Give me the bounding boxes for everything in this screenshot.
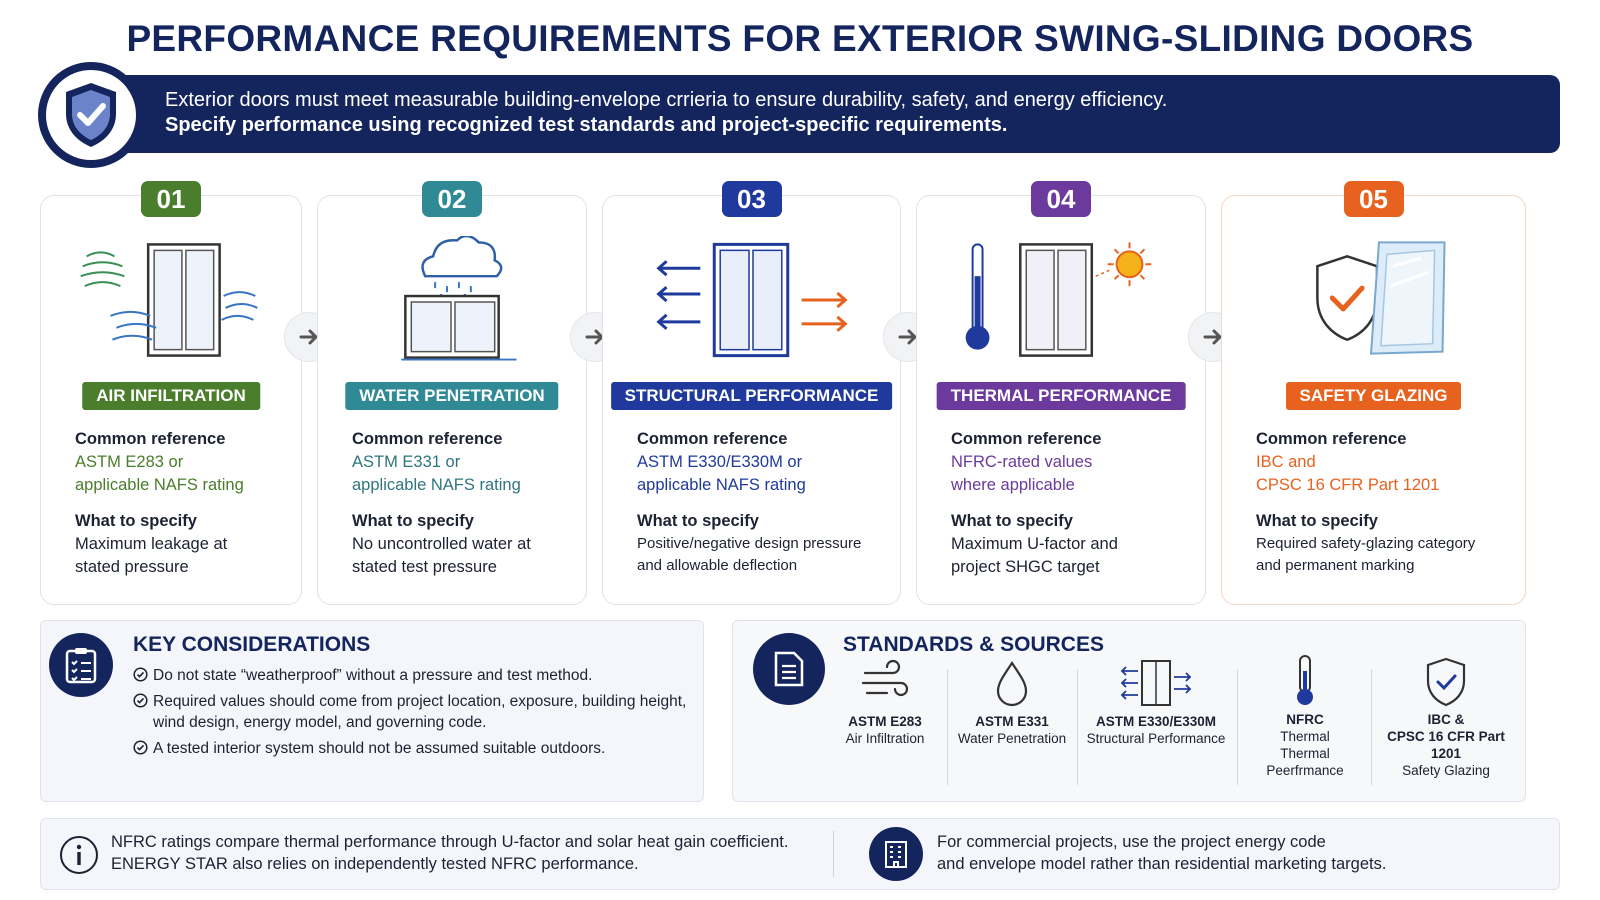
card-safety-glazing: 05 SAFETY GLAZING Common reference IBC a… bbox=[1221, 181, 1526, 605]
key-considerations-panel: KEY CONSIDERATIONS Do not state “weather… bbox=[40, 620, 704, 802]
standard-name: ASTM E330/E330M bbox=[1095, 714, 1217, 729]
ref-text: ASTM E283 or applicable NAFS rating bbox=[75, 453, 244, 494]
document-icon bbox=[753, 633, 825, 705]
thermometer-icon bbox=[1297, 655, 1313, 705]
note-left: NFRC ratings compare thermal performance… bbox=[111, 833, 789, 873]
page-title: PERFORMANCE REQUIREMENTS FOR EXTERIOR SW… bbox=[126, 18, 1474, 59]
door-rain-icon bbox=[401, 236, 517, 361]
intro-banner: Exterior doors must meet measurable buil… bbox=[90, 75, 1560, 153]
divider bbox=[1371, 669, 1372, 785]
card-thermal-performance: 04 THERMAL PERFORMANCE Common reference … bbox=[916, 181, 1206, 605]
card-title: AIR INFILTRATION bbox=[82, 382, 260, 410]
divider bbox=[1077, 669, 1078, 785]
ref-label: Common reference bbox=[352, 430, 503, 448]
banner-line-1: Exterior doors must meet measurable buil… bbox=[165, 89, 1168, 111]
spec-text: Required safety-glazing category and per… bbox=[1256, 535, 1476, 574]
card-title: WATER PENETRATION bbox=[345, 382, 559, 410]
door-thermometer-sun-icon bbox=[965, 242, 1152, 357]
standard-desc: Air Infiltration bbox=[845, 731, 925, 746]
card-title: STRUCTURAL PERFORMANCE bbox=[610, 382, 893, 410]
shield-glass-icon bbox=[1316, 241, 1446, 355]
list-item-text: Required values should come from project… bbox=[153, 693, 687, 731]
shield-check-icon bbox=[38, 62, 144, 168]
spec-label: What to specify bbox=[1256, 512, 1378, 530]
card-title: THERMAL PERFORMANCE bbox=[936, 382, 1186, 410]
spec-label: What to specify bbox=[352, 512, 474, 530]
standard-name: ASTM E283 bbox=[848, 714, 922, 729]
standard-item: IBC & CPSC 16 CFR Part 1201 Safety Glazi… bbox=[1371, 655, 1521, 779]
list-item: A tested interior system should not be a… bbox=[133, 738, 693, 759]
ref-text: NFRC-rated values where applicable bbox=[951, 453, 1093, 494]
note-right: For commercial projects, use the project… bbox=[937, 833, 1387, 873]
card-number: 02 bbox=[422, 181, 482, 217]
list-item: Do not state “weatherproof” without a pr… bbox=[133, 665, 693, 686]
spec-text: No uncontrolled water at stated test pre… bbox=[352, 535, 531, 576]
standard-desc: Structural Performance bbox=[1086, 731, 1226, 746]
banner-line-2: Specify performance using recognized tes… bbox=[165, 114, 1008, 136]
list-item-text: Do not state “weatherproof” without a pr… bbox=[153, 667, 593, 684]
standard-name: ASTM E331 bbox=[975, 714, 1049, 729]
notes-bar: NFRC ratings compare thermal performance… bbox=[40, 818, 1560, 890]
standards-panel: STANDARDS & SOURCES ASTM E283 Air Infilt… bbox=[732, 620, 1526, 802]
ref-label: Common reference bbox=[1256, 430, 1407, 448]
standard-item: ASTM E331 Water Penetration bbox=[951, 657, 1073, 747]
list-item-text: A tested interior system should not be a… bbox=[153, 740, 606, 757]
standard-desc: Safety Glazing bbox=[1402, 763, 1490, 778]
shield-check-icon bbox=[1426, 657, 1466, 707]
card-number: 05 bbox=[1343, 181, 1404, 217]
door-arrows-icon bbox=[1120, 660, 1192, 706]
ref-label: Common reference bbox=[637, 430, 788, 448]
card-number: 03 bbox=[721, 181, 782, 217]
check-circle-icon bbox=[133, 667, 148, 682]
card-structural-performance: 03 STRUCTURAL PERFORMANCE Common referen… bbox=[602, 181, 901, 605]
standard-item: NFRC Thermal Thermal Peerfrmance bbox=[1241, 653, 1369, 779]
standard-desc: Water Penetration bbox=[957, 731, 1067, 746]
standard-item: ASTM E283 Air Infiltration bbox=[825, 657, 945, 747]
spec-text: Maximum U-factor and project SHGC target bbox=[951, 535, 1118, 576]
card-title: SAFETY GLAZING bbox=[1285, 382, 1462, 410]
card-water-penetration: 02 WATER PENETRATION Common reference AS… bbox=[317, 181, 587, 605]
card-number: 04 bbox=[1031, 181, 1091, 217]
divider bbox=[947, 669, 948, 785]
spec-label: What to specify bbox=[75, 512, 197, 530]
info-icon bbox=[60, 836, 98, 874]
card-air-infiltration: 01 AIR INFILTRATION Common reference AST… bbox=[40, 181, 302, 605]
standard-name: IBC & CPSC 16 CFR Part 1201 bbox=[1387, 712, 1505, 761]
door-pressure-icon bbox=[656, 242, 848, 358]
ref-label: Common reference bbox=[75, 430, 226, 448]
considerations-title: KEY CONSIDERATIONS bbox=[133, 633, 371, 656]
wind-icon bbox=[861, 659, 909, 697]
door-wind-icon bbox=[80, 243, 258, 357]
check-circle-icon bbox=[133, 693, 148, 708]
standard-desc: Thermal Thermal Peerfrmance bbox=[1266, 729, 1344, 778]
spec-label: What to specify bbox=[637, 512, 759, 530]
standard-item: ASTM E330/E330M Structural Performance bbox=[1081, 657, 1231, 747]
check-circle-icon bbox=[133, 740, 148, 755]
spec-text: Positive/negative design pressure and al… bbox=[637, 535, 862, 574]
ref-label: Common reference bbox=[951, 430, 1102, 448]
ref-text: ASTM E330/E330M or applicable NAFS ratin… bbox=[637, 453, 806, 494]
ref-text: ASTM E331 or applicable NAFS rating bbox=[352, 453, 521, 494]
clipboard-icon bbox=[49, 633, 113, 697]
list-item: Required values should come from project… bbox=[133, 691, 693, 733]
considerations-list: Do not state “weatherproof” without a pr… bbox=[133, 665, 693, 764]
spec-text: Maximum leakage at stated pressure bbox=[75, 535, 228, 576]
ref-text: IBC and CPSC 16 CFR Part 1201 bbox=[1256, 453, 1440, 494]
divider bbox=[1237, 669, 1238, 785]
standard-name: NFRC bbox=[1286, 712, 1324, 727]
standards-title: STANDARDS & SOURCES bbox=[843, 633, 1104, 656]
water-drop-icon bbox=[996, 661, 1028, 707]
building-icon bbox=[869, 827, 923, 881]
spec-label: What to specify bbox=[951, 512, 1073, 530]
card-number: 01 bbox=[141, 181, 201, 217]
divider bbox=[833, 831, 834, 877]
